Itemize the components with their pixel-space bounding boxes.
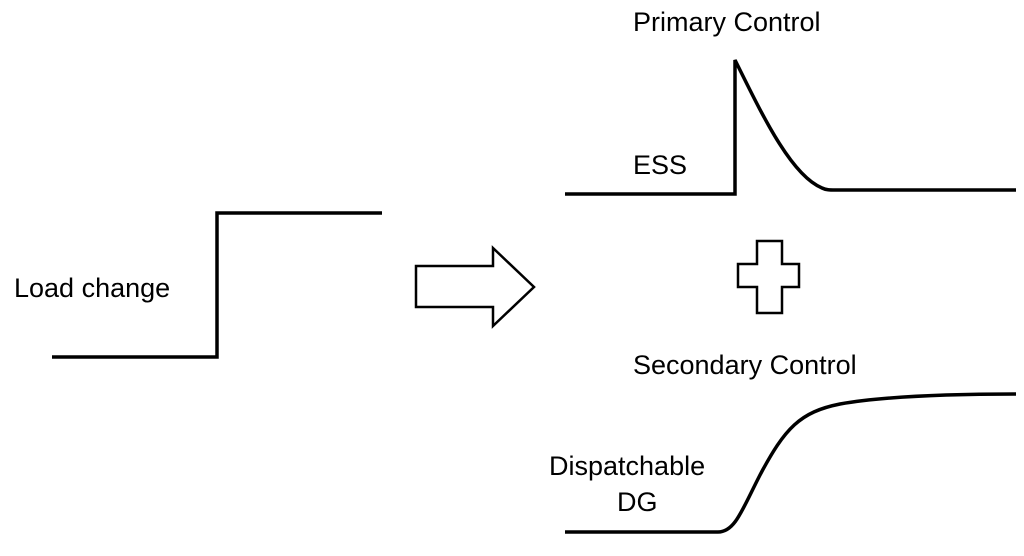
secondary-control-group: Secondary Control Dispatchable DG (549, 350, 1017, 534)
primary-control-label: Primary Control (633, 7, 821, 37)
ess-response-curve (565, 59, 1016, 196)
ess-label: ESS (633, 150, 687, 180)
dispatchable-label-line2: DG (617, 487, 658, 517)
load-change-group: Load change (14, 211, 382, 359)
dispatchable-label-line1: Dispatchable (549, 451, 705, 481)
dg-response-curve (565, 392, 1017, 534)
load-step-curve (52, 211, 382, 359)
right-arrow-icon (414, 245, 536, 329)
load-change-label: Load change (14, 273, 170, 303)
secondary-control-label: Secondary Control (633, 350, 857, 380)
plus-icon (736, 239, 801, 315)
primary-control-group: Primary Control ESS (565, 7, 1016, 196)
